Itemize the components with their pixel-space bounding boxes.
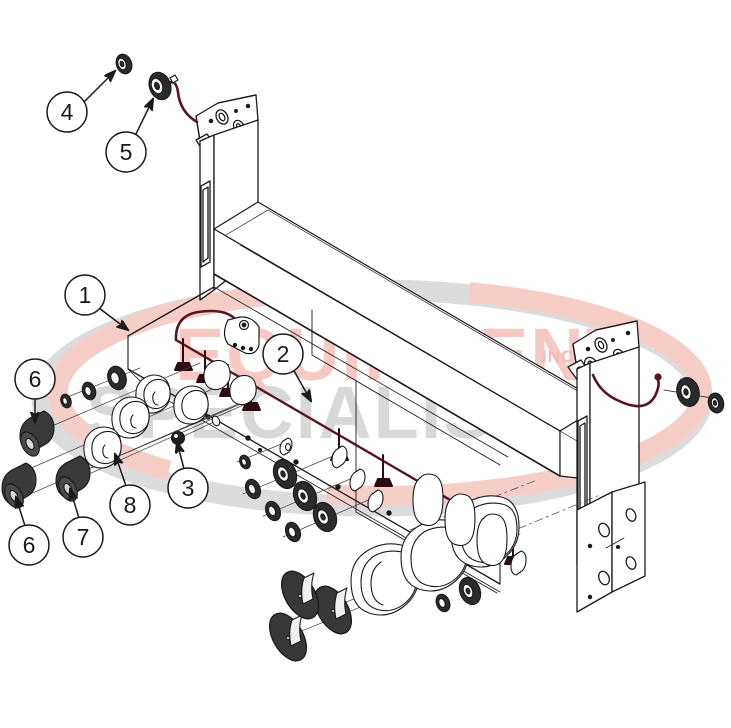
oval-grommet-row xyxy=(83,359,257,469)
callout-8[interactable]: 8 xyxy=(109,484,151,526)
grommet-right-small xyxy=(707,392,725,414)
knurled-disc xyxy=(281,570,319,620)
callout-8-label: 8 xyxy=(124,492,137,518)
watermark-text-inc: INC. xyxy=(542,347,580,366)
callout-4-label: 4 xyxy=(61,99,74,125)
knurled-disc xyxy=(269,612,307,662)
knurled-disc xyxy=(314,585,352,635)
oval-slot xyxy=(412,473,444,527)
callout-6-lower-label: 6 xyxy=(23,532,36,558)
leader-1 xyxy=(98,307,128,330)
left-mounting-bracket xyxy=(195,94,259,301)
callout-6-lower[interactable]: 6 xyxy=(8,524,50,566)
grommet-bottom-right xyxy=(435,550,527,613)
callout-3-label: 3 xyxy=(182,475,195,501)
callout-7[interactable]: 7 xyxy=(62,516,104,558)
knurled-cap-nut xyxy=(19,410,55,457)
callout-3[interactable]: 3 xyxy=(167,467,209,509)
mid-grommet-rows xyxy=(236,437,384,543)
callout-5[interactable]: 5 xyxy=(105,131,147,173)
oval-slot xyxy=(444,493,476,547)
right-grommet-set xyxy=(654,373,725,414)
leader-8 xyxy=(115,454,127,487)
grommet-small-4 xyxy=(115,53,133,75)
callout-layer: 1 2 3 4 5 xyxy=(8,71,311,566)
harness-module xyxy=(223,316,260,355)
oval-grommet xyxy=(229,374,257,406)
oval-grommet xyxy=(203,359,231,391)
leader-7 xyxy=(70,489,80,519)
oval-grommet xyxy=(111,396,150,439)
leader-4 xyxy=(82,71,115,104)
leader-3 xyxy=(177,442,184,470)
top-grommet-set xyxy=(115,53,179,101)
grommet-large-5 xyxy=(148,71,172,101)
knurled-cap-nuts xyxy=(1,410,91,509)
leader-6b xyxy=(16,497,26,527)
oval-grommet xyxy=(173,385,209,425)
callout-7-label: 7 xyxy=(77,524,90,550)
oval-slot xyxy=(476,513,508,567)
callout-6-upper-label: 6 xyxy=(29,366,42,392)
callout-2[interactable]: 2 xyxy=(262,333,304,375)
callout-2-label: 2 xyxy=(277,341,290,367)
round-grommet-pair-left xyxy=(59,365,141,409)
oval-grommet xyxy=(83,426,122,469)
callout-1[interactable]: 1 xyxy=(64,274,106,316)
callout-leaders xyxy=(16,71,311,527)
leader-2 xyxy=(292,368,311,401)
leader-5 xyxy=(135,99,153,135)
callout-4[interactable]: 4 xyxy=(46,91,88,133)
callout-5-label: 5 xyxy=(120,139,133,165)
right-mounting-bracket xyxy=(567,320,646,613)
grommet-right-large xyxy=(676,377,700,407)
bottom-bushing-row xyxy=(269,473,601,662)
callout-1-label: 1 xyxy=(79,282,92,308)
callout-6-upper[interactable]: 6 xyxy=(14,358,56,400)
